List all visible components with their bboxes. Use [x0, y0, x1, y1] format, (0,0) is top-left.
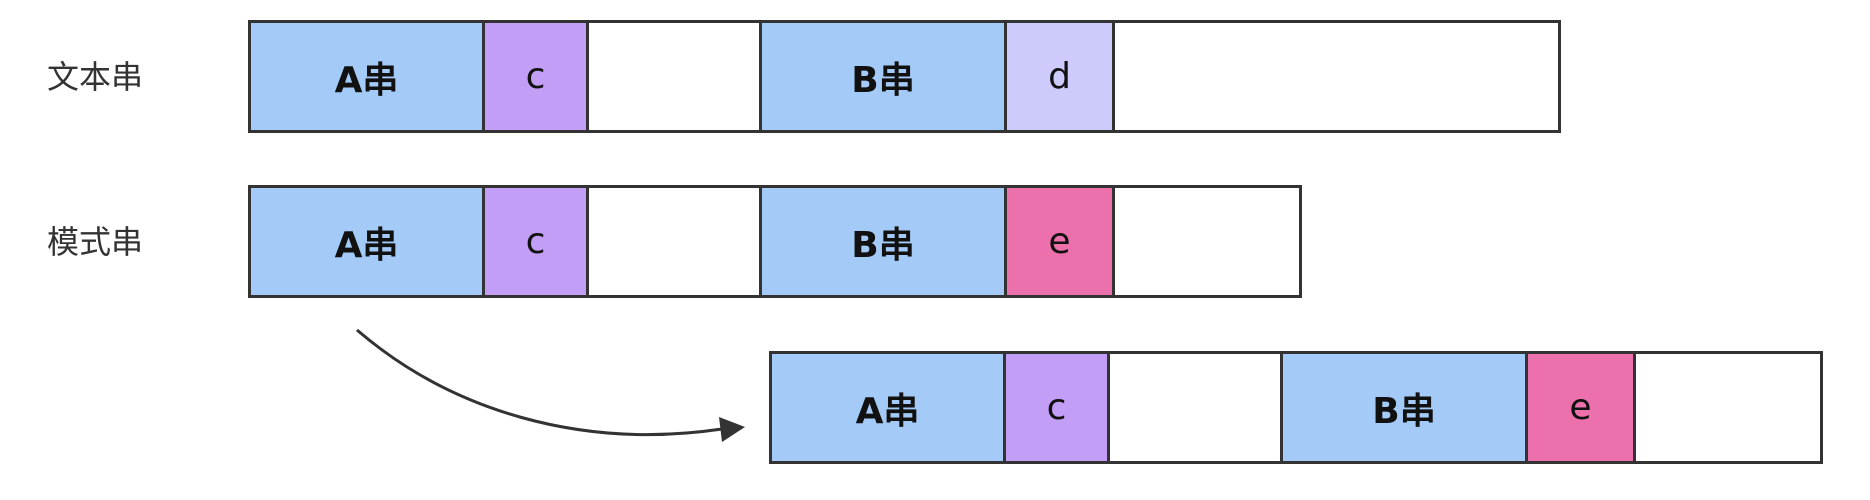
shift-arrow-head — [719, 417, 745, 442]
text-cell-tail — [1112, 20, 1561, 133]
pattern-string-row: A串 c B串 e — [248, 185, 1302, 298]
text-cell-c: c — [482, 20, 589, 133]
shifted-cell-tail — [1633, 351, 1823, 464]
shifted-cell-b: B串 — [1280, 351, 1528, 464]
pattern-cell-c: c — [482, 185, 589, 298]
shifted-cell-gap — [1107, 351, 1283, 464]
pattern-cell-tail — [1112, 185, 1302, 298]
text-string-label: 文本串 — [47, 58, 144, 96]
shifted-cell-e: e — [1525, 351, 1636, 464]
text-cell-d: d — [1004, 20, 1115, 133]
text-cell-a: A串 — [248, 20, 485, 133]
text-string-row: A串 c B串 d — [248, 20, 1561, 133]
text-cell-b: B串 — [759, 20, 1007, 133]
shifted-cell-c: c — [1003, 351, 1110, 464]
shifted-cell-a: A串 — [769, 351, 1006, 464]
pattern-cell-b: B串 — [759, 185, 1007, 298]
pattern-string-label: 模式串 — [47, 223, 144, 261]
shifted-pattern-row: A串 c B串 e — [769, 351, 1823, 464]
pattern-cell-gap — [586, 185, 762, 298]
text-cell-gap — [586, 20, 762, 133]
shift-arrow-curve — [356, 328, 723, 437]
pattern-cell-e: e — [1004, 185, 1115, 298]
pattern-cell-a: A串 — [248, 185, 485, 298]
